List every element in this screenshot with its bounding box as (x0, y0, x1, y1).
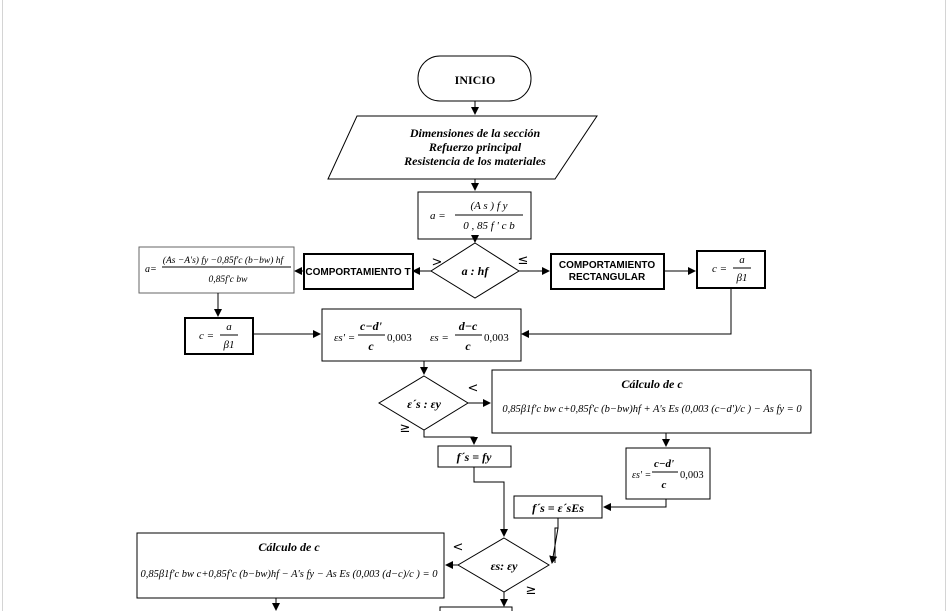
formula-c-t-box: c = a β1 (184, 317, 254, 355)
strain2-tail: 0,003 (680, 470, 704, 481)
formula-c-rect-den: β1 (736, 272, 748, 284)
decision2-lt-label: < (468, 381, 479, 396)
formula-c-t-den: β1 (223, 339, 235, 351)
strain2-lhs: εs' = (632, 470, 651, 481)
input-line-3: Resistencia de los materiales (403, 154, 546, 168)
fs-fy-label: f´s = fy (457, 450, 492, 464)
strain-box: εs' = c−d' c 0,003 εs = d−c c 0,003 (321, 308, 522, 362)
strain-eps1-den: c (368, 339, 374, 353)
strain-eps1-lhs: εs' = (334, 332, 355, 344)
strain-eps1-tail: 0,003 (387, 332, 412, 344)
connector-strain2-fseps (603, 499, 667, 511)
decision1-le-label: ≤ (518, 253, 529, 268)
decision1-label: a : hf (462, 264, 490, 278)
calc-c2-equation: 0,85β1f'c bw c+0,85f'c (b−bw)hf − A's fy… (140, 569, 438, 580)
formula-a-t-box: a= (As −A's) fy −0,85f'c (b−bw) hf 0,85f… (138, 246, 295, 294)
formula-a-denominator: 0 , 85 f ' c b (463, 220, 515, 232)
comp-t-label: COMPORTAMIENTO T (305, 267, 410, 278)
decision-eps-s-prime: ε´s : εy (378, 375, 469, 431)
decision3-ge-label: ≥ (526, 583, 537, 598)
strain-box-2: εs' = c−d' c 0,003 (625, 447, 711, 500)
strain-eps2-num: d−c (459, 319, 478, 333)
decision3-label: εs: εy (491, 559, 519, 573)
start-label: INICIO (455, 73, 496, 87)
calc-c1-equation: 0,85β1f'c bw c+0,85f'c (b−bw)hf + A's Es… (502, 404, 802, 415)
connector-fsfy-decision3 (473, 467, 508, 537)
strain2-num: c−d' (654, 458, 674, 470)
input-parallelogram: Dimensiones de la sección Refuerzo princ… (327, 115, 598, 180)
formula-c-t-lhs: c = (199, 330, 214, 342)
strain-eps2-den: c (465, 339, 471, 353)
formula-c-rect-lhs: c = (712, 263, 727, 275)
calc-c1-title: Cálculo de c (621, 377, 683, 391)
formula-c-t-num: a (226, 321, 232, 333)
decision2-ge-label: ≥ (400, 421, 411, 436)
strain-eps2-lhs: εs = (430, 332, 449, 344)
fs-fy-box: f´s = fy (437, 445, 512, 468)
fs-eps-label: f´s = ε´sEs (532, 501, 584, 515)
decision1-gt-label: > (432, 255, 443, 270)
fs-eps-box: f´s = ε´sEs (513, 495, 603, 519)
formula-a-box: a = (A s ) f y 0 , 85 f ' c b (417, 191, 532, 240)
formula-a-lhs: a = (430, 210, 446, 222)
formula-c-rect-num: a (739, 254, 745, 266)
decision3-lt-label: < (453, 540, 464, 555)
decision2-label: ε´s : εy (407, 397, 442, 411)
calc-c-box-1: Cálculo de c 0,85β1f'c bw c+0,85f'c (b−b… (491, 369, 812, 434)
comp-rect-line2: RECTANGULAR (569, 272, 646, 283)
calc-c-box-2: Cálculo de c 0,85β1f'c bw c+0,85f'c (b−b… (136, 532, 445, 599)
comp-rect-box: COMPORTAMIENTO RECTANGULAR (550, 253, 665, 290)
calc-c2-title: Cálculo de c (258, 540, 320, 554)
formula-c-rect-box: c = a β1 (696, 250, 766, 289)
strain2-den: c (662, 479, 667, 491)
input-line-2: Refuerzo principal (428, 140, 522, 154)
input-line-1: Dimensiones de la sección (409, 126, 541, 140)
formula-a-t-num: (As −A's) fy −0,85f'c (b−bw) hf (163, 255, 285, 266)
comp-t-box: COMPORTAMIENTO T (303, 253, 414, 290)
formula-a-numerator: (A s ) f y (470, 200, 507, 212)
start-terminator: INICIO (417, 55, 532, 102)
formula-a-t-lhs: a= (145, 264, 157, 275)
connector-decision2-fsfy (423, 430, 478, 445)
formula-a-t-den: 0,85f'c bw (209, 274, 249, 285)
comp-rect-line1: COMPORTAMIENTO (559, 260, 656, 271)
decision-a-hf: a : hf (430, 242, 520, 299)
strain-eps1-num: c−d' (360, 319, 383, 333)
connector-c-rect-strain (521, 288, 732, 338)
connector-fseps-decision3-arrow (549, 527, 559, 564)
next-box-partial (439, 606, 513, 611)
strain-eps2-tail: 0,003 (484, 332, 509, 344)
